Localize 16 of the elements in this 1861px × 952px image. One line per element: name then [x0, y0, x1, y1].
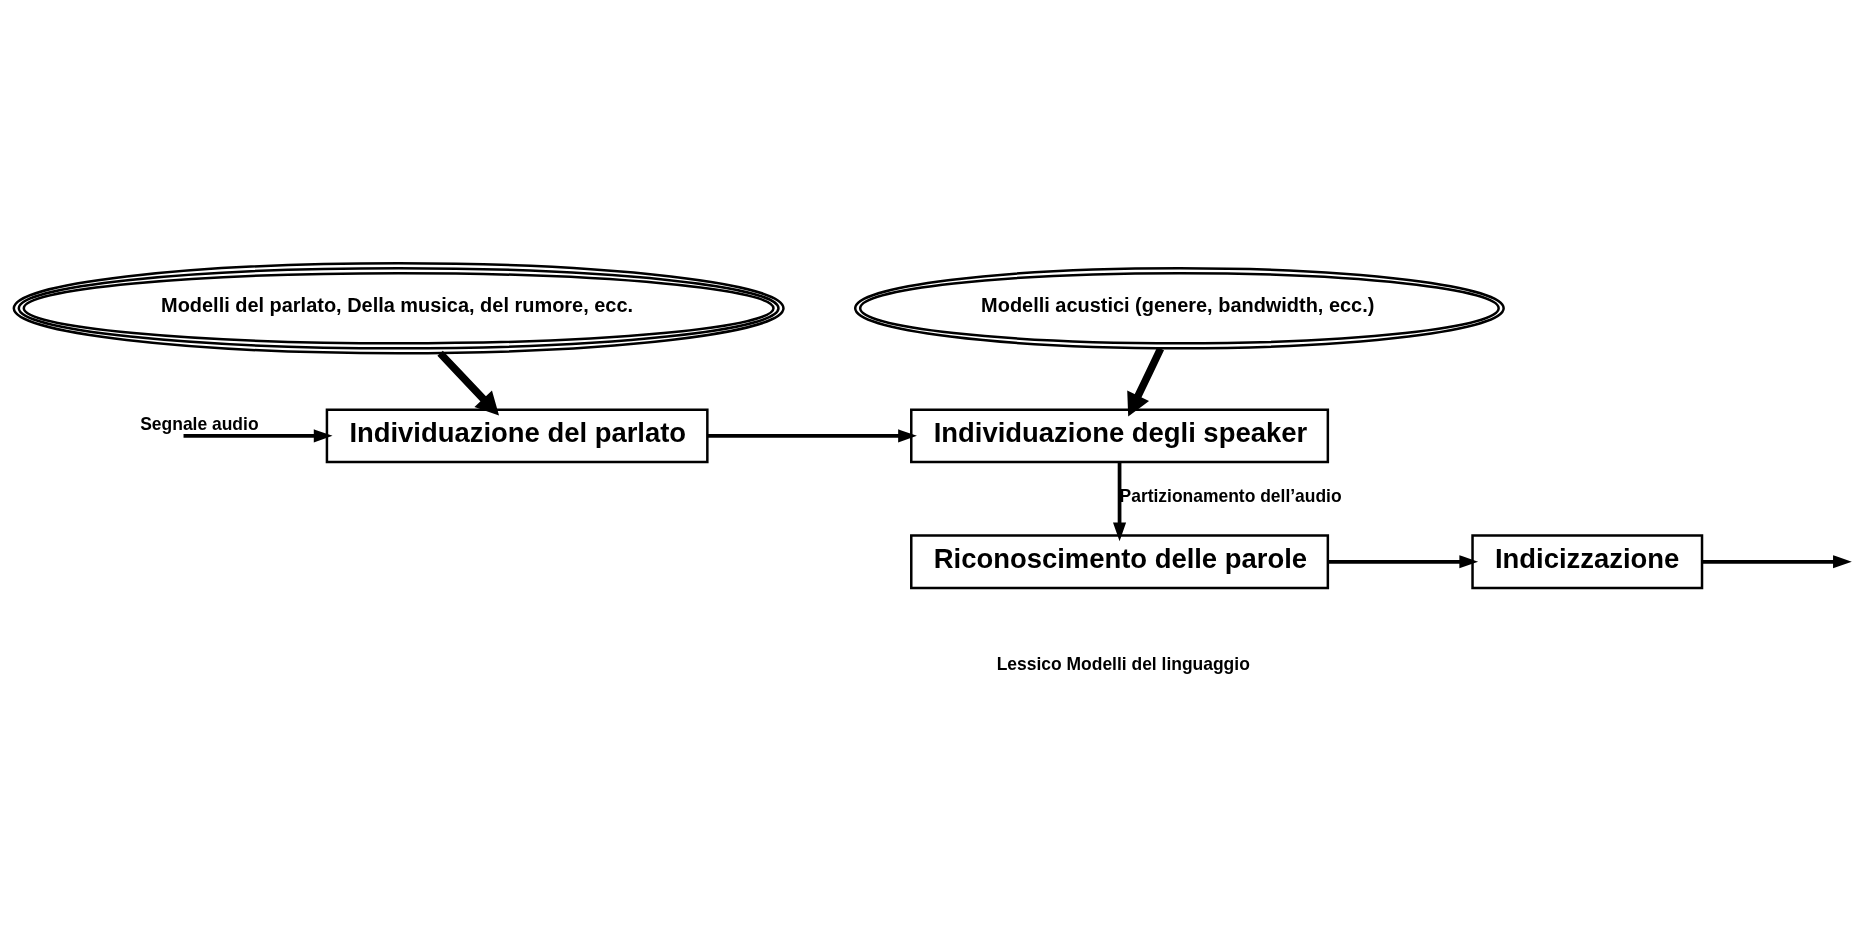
arrow — [437, 350, 500, 416]
node-box: Riconoscimento delle parole — [910, 534, 1330, 590]
node-ellipse: Modelli del parlato, Della musica, del rumore, ecc. — [12, 262, 785, 355]
node-box: Individuazione del parlato — [325, 408, 709, 464]
edge-label: Partizionamento dell’audio — [1119, 486, 1342, 507]
label: Lessico Modelli del linguaggio — [996, 653, 1250, 674]
arrow — [1113, 462, 1127, 542]
arrow — [1702, 555, 1852, 569]
arrow — [1328, 555, 1479, 569]
arrow — [707, 429, 917, 443]
node-ellipse: Modelli acustici (genere, bandwidth, ecc.) — [853, 267, 1505, 350]
node-box: Indicizzazione — [1471, 534, 1704, 590]
arrow — [183, 429, 333, 443]
arrow — [1127, 347, 1164, 417]
edge-label: Segnale audio — [140, 413, 259, 434]
node-box: Individuazione degli speaker — [910, 408, 1330, 464]
